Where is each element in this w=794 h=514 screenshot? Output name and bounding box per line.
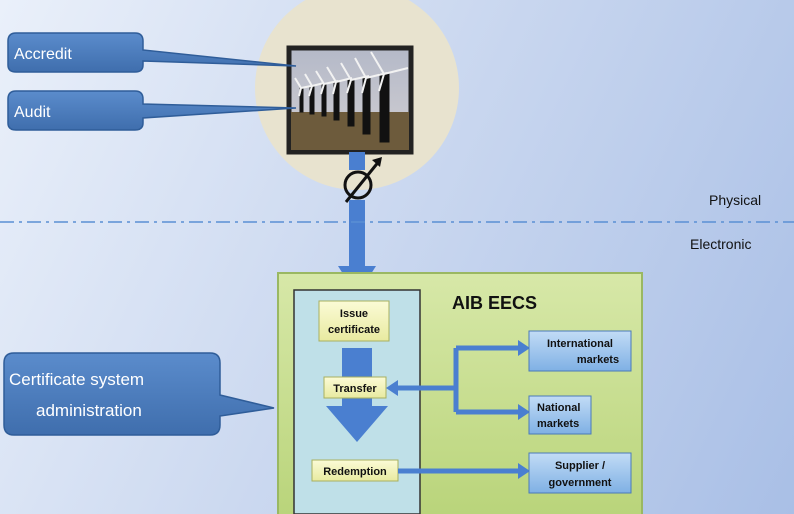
audit-label: Audit — [14, 104, 51, 121]
international-line1: International — [547, 338, 613, 350]
accredit-callout: Accredit — [7, 32, 297, 73]
international-markets-box: International markets — [528, 330, 632, 372]
issue-line2: certificate — [328, 324, 380, 336]
issue-certificate-step: Issue certificate — [318, 300, 390, 342]
transfer-step: Transfer — [323, 376, 387, 399]
to-transfer-arrowhead — [386, 380, 398, 396]
meter-symbol-icon — [343, 157, 382, 203]
audit-callout: Audit — [7, 90, 297, 131]
certificate-admin-line1: Certificate system — [9, 370, 144, 389]
aib-eecs-title: AIB EECS — [452, 293, 537, 313]
transfer-label: Transfer — [333, 383, 377, 395]
supplier-line2: government — [549, 477, 612, 489]
redemption-step: Redemption — [311, 459, 399, 482]
supplier-government-box: Supplier / government — [528, 452, 632, 494]
national-markets-box: National markets — [528, 395, 592, 435]
accredit-label: Accredit — [14, 46, 72, 63]
national-line2: markets — [537, 418, 579, 430]
certificate-admin-callout: Certificate system administration — [3, 352, 275, 436]
supplier-line1: Supplier / — [555, 460, 605, 472]
issue-line1: Issue — [340, 308, 368, 320]
redemption-label: Redemption — [323, 466, 387, 478]
flow-arrow-head — [326, 406, 388, 442]
to-international-arrowhead — [518, 340, 530, 356]
physical-label: Physical — [709, 192, 761, 208]
electronic-label: Electronic — [690, 236, 751, 252]
national-line1: National — [537, 402, 580, 414]
plant-arrow-shaft — [349, 200, 365, 268]
international-line2: markets — [577, 354, 619, 366]
to-national-arrowhead — [518, 404, 530, 420]
wind-turbines-photo — [286, 45, 414, 155]
plant-arrow-upper — [349, 152, 365, 170]
certificate-admin-line2: administration — [36, 401, 142, 420]
market-connectors — [396, 345, 520, 474]
to-supplier-arrowhead — [518, 463, 530, 479]
